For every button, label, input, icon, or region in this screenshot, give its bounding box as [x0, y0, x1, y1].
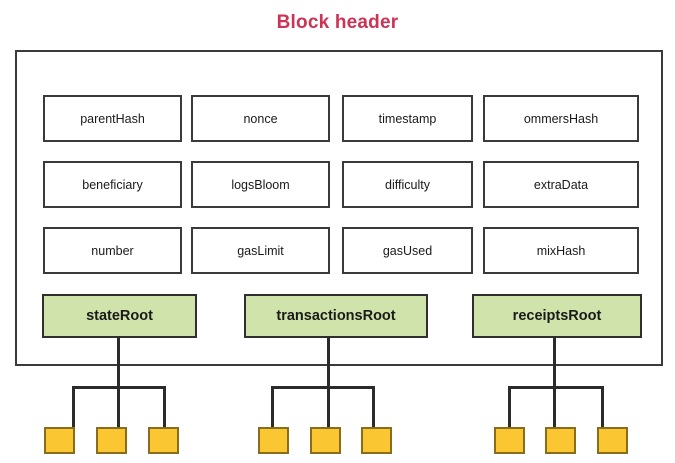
field-box-nonce[interactable]: nonce [191, 95, 330, 142]
field-label: extraData [533, 177, 589, 192]
field-box-number[interactable]: number [43, 227, 182, 274]
tree-stem [553, 336, 556, 386]
root-label: stateRoot [86, 308, 153, 324]
field-label: beneficiary [82, 177, 143, 192]
field-box-difficulty[interactable]: difficulty [342, 161, 473, 208]
field-box-ommershash[interactable]: ommersHash [483, 95, 639, 142]
field-label: difficulty [385, 177, 430, 192]
leaf-node[interactable] [545, 427, 576, 454]
field-label: parentHash [80, 111, 145, 126]
tree-stem [327, 336, 330, 386]
field-box-mixhash[interactable]: mixHash [483, 227, 639, 274]
field-box-beneficiary[interactable]: beneficiary [43, 161, 182, 208]
root-box-transactionsroot[interactable]: transactionsRoot [244, 294, 428, 338]
leaf-node[interactable] [597, 427, 628, 454]
tree-branch-middle [327, 386, 330, 427]
field-box-logsbloom[interactable]: logsBloom [191, 161, 330, 208]
leaf-node[interactable] [361, 427, 392, 454]
tree-branch-left [271, 386, 274, 427]
leaf-node[interactable] [96, 427, 127, 454]
field-label: gasUsed [382, 243, 433, 258]
leaf-node[interactable] [494, 427, 525, 454]
field-label: ommersHash [523, 111, 599, 126]
tree-branch-right [163, 386, 166, 427]
field-label: gasLimit [237, 243, 284, 258]
tree-crossbar [271, 386, 375, 389]
tree-branch-right [601, 386, 604, 427]
field-label: timestamp [378, 111, 437, 126]
root-box-stateroot[interactable]: stateRoot [42, 294, 197, 338]
leaf-node[interactable] [310, 427, 341, 454]
tree-stem [117, 336, 120, 386]
tree-branch-middle [553, 386, 556, 427]
root-label: transactionsRoot [276, 308, 396, 324]
field-box-timestamp[interactable]: timestamp [342, 95, 473, 142]
root-label: receiptsRoot [512, 308, 602, 324]
field-box-extradata[interactable]: extraData [483, 161, 639, 208]
block-header-container: parentHash nonce timestamp ommersHash be… [15, 50, 663, 366]
field-label: number [91, 243, 134, 258]
root-box-receiptsroot[interactable]: receiptsRoot [472, 294, 642, 338]
field-label: mixHash [536, 243, 586, 258]
leaf-node[interactable] [258, 427, 289, 454]
field-box-parenthash[interactable]: parentHash [43, 95, 182, 142]
field-label: logsBloom [231, 177, 290, 192]
tree-branch-left [508, 386, 511, 427]
page-title: Block header [276, 12, 399, 33]
field-label: nonce [243, 111, 278, 126]
field-box-gaslimit[interactable]: gasLimit [191, 227, 330, 274]
tree-branch-middle [117, 386, 120, 427]
leaf-node[interactable] [44, 427, 75, 454]
tree-crossbar [508, 386, 604, 389]
leaf-node[interactable] [148, 427, 179, 454]
tree-branch-right [372, 386, 375, 427]
field-box-gasused[interactable]: gasUsed [342, 227, 473, 274]
tree-branch-left [72, 386, 75, 427]
